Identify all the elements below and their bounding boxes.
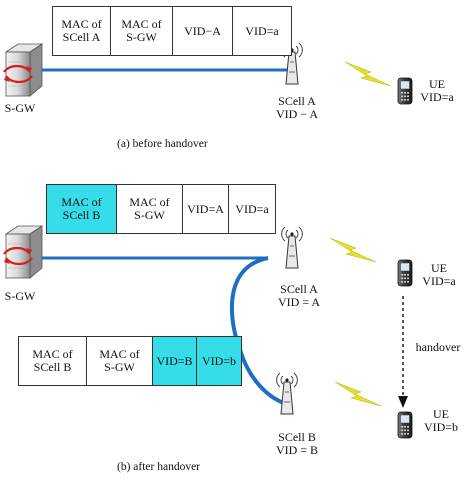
- frame-b-bottom-field-2: MAC of S-GW: [87, 337, 153, 385]
- frame-a-field-3: VID−A: [173, 7, 233, 55]
- phone-icon-ue-b2: [397, 411, 413, 439]
- handover-label: handover: [415, 340, 461, 354]
- wireless-signal-icon-b1: [329, 237, 377, 263]
- ue-label-b1: UE VID=a: [422, 261, 456, 288]
- frame-b-top-field-1: MAC of SCell B: [47, 185, 117, 233]
- frame-b-top-field-4: VID=a: [235, 201, 269, 216]
- frame-b-bottom-field-3: VID=B: [153, 337, 197, 385]
- ue-label-a: UE VID=a: [420, 77, 454, 104]
- frame-b-top: MAC of SCell B MAC of S-GW VID=A VID=a: [46, 184, 276, 234]
- antenna-icon-scell-b: [276, 372, 298, 415]
- frame-a-field-4: VID=a: [245, 23, 279, 38]
- sgw-label-a: S-GW: [4, 101, 36, 115]
- frame-b-bottom-field-4: VID=b: [197, 337, 241, 385]
- handover-arrow-head: [398, 396, 408, 408]
- frame-b-top-field-2: MAC of S-GW: [117, 185, 183, 233]
- server-icon-b: [2, 224, 44, 280]
- frame-b-bottom: MAC of SCell B MAC of S-GW VID=B VID=b: [18, 336, 242, 386]
- phone-icon-ue-b1: [397, 259, 413, 287]
- wireless-signal-icon-b2: [334, 381, 382, 407]
- frame-a-field-2: MAC of S-GW: [111, 7, 173, 55]
- wireless-signal-icon-a: [344, 61, 392, 87]
- scell-b-label: SCell B VID = B: [275, 430, 319, 457]
- scell-a-label-b: SCell A VID = A: [277, 282, 321, 309]
- caption-b: (b) after handover: [117, 461, 201, 473]
- antenna-icon-scell-a-b: [281, 226, 303, 269]
- ue-label-b2: UE VID=b: [423, 407, 459, 434]
- frame-b-bottom-field-1: MAC of SCell B: [19, 337, 87, 385]
- phone-icon-ue-a: [397, 77, 413, 105]
- caption-a: (a) before handover: [117, 138, 208, 150]
- server-icon-a: [2, 42, 44, 98]
- sgw-label-b: S-GW: [4, 289, 36, 303]
- frame-a: MAC of SCell A MAC of S-GW VID−A VID=a: [52, 6, 292, 56]
- frame-b-top-field-3: VID=A: [183, 185, 229, 233]
- frame-a-field-1: MAC of SCell A: [53, 7, 111, 55]
- scell-a-label: SCell A VID − A: [275, 94, 319, 121]
